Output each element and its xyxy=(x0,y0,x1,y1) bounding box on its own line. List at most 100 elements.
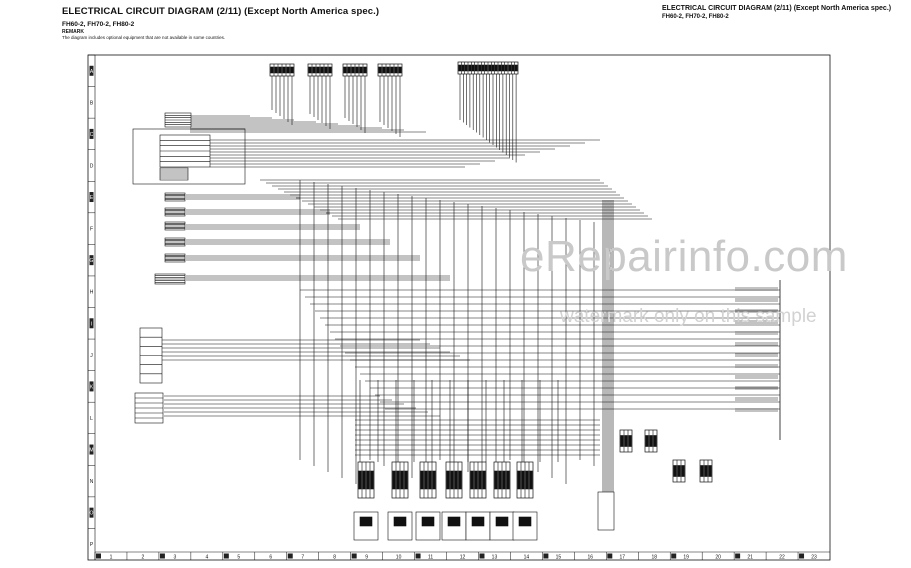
column-tick xyxy=(703,553,709,559)
device-block xyxy=(154,273,186,285)
connector xyxy=(419,461,437,499)
column-tick xyxy=(415,553,421,559)
connector xyxy=(307,63,333,77)
connector xyxy=(457,61,519,75)
device-block xyxy=(159,167,189,181)
column-label: 11 xyxy=(428,555,433,561)
diagram-title-right: ELECTRICAL CIRCUIT DIAGRAM (2/11) (Excep… xyxy=(662,5,892,12)
watermark-secondary: watermark only on this sample xyxy=(560,306,817,327)
row-label: D xyxy=(90,163,94,169)
watermark-primary: eRepairinfo.com xyxy=(520,232,848,281)
row-label: E xyxy=(90,195,94,201)
column-tick xyxy=(511,553,517,559)
column-label: 1 xyxy=(110,555,113,561)
device-block xyxy=(164,112,192,128)
row-label: I xyxy=(91,321,92,327)
column-label: 19 xyxy=(683,555,689,561)
remark-text: The diagram includes optional equipment … xyxy=(62,35,226,40)
column-tick xyxy=(799,553,805,559)
lamp-fuse-block xyxy=(441,511,467,541)
column-tick xyxy=(639,553,645,559)
column-label: 14 xyxy=(524,555,530,561)
lamp-fuse-block xyxy=(353,511,379,541)
remark-label: REMARK xyxy=(62,29,84,35)
connector xyxy=(516,461,534,499)
lamp-fuse-block xyxy=(512,511,538,541)
row-tick xyxy=(89,349,94,360)
row-tick xyxy=(89,539,94,550)
connector xyxy=(269,63,295,77)
connector xyxy=(619,429,633,453)
row-label: O xyxy=(90,511,94,517)
connector xyxy=(342,63,368,77)
row-label: H xyxy=(90,290,94,296)
connector xyxy=(644,429,658,453)
column-label: 6 xyxy=(269,555,272,561)
column-label: 15 xyxy=(556,555,562,561)
row-label: K xyxy=(90,384,94,390)
controller-box xyxy=(132,128,246,185)
column-tick xyxy=(223,553,229,559)
row-label: L xyxy=(90,416,93,422)
device-block xyxy=(164,207,186,217)
column-tick xyxy=(735,553,741,559)
row-label: B xyxy=(90,100,94,106)
device-block xyxy=(164,192,186,202)
column-tick xyxy=(447,553,453,559)
column-label: 12 xyxy=(460,555,466,561)
wiring-traces xyxy=(162,74,780,530)
device-block xyxy=(134,392,164,424)
column-tick xyxy=(575,553,581,559)
column-label: 8 xyxy=(333,555,336,561)
connector xyxy=(493,461,511,499)
column-tick xyxy=(319,553,325,559)
column-label: 10 xyxy=(396,555,402,561)
row-tick xyxy=(89,412,94,423)
device-block xyxy=(164,237,186,247)
lamp-fuse-block xyxy=(489,511,515,541)
column-label: 17 xyxy=(620,555,626,561)
device-block xyxy=(164,221,186,231)
column-label: 7 xyxy=(301,555,304,561)
row-label: A xyxy=(90,69,94,75)
column-label: 23 xyxy=(811,555,817,561)
column-tick xyxy=(479,553,485,559)
connector xyxy=(672,459,686,483)
row-tick xyxy=(89,192,94,203)
row-tick xyxy=(89,255,94,266)
bottom-right-connector xyxy=(597,491,615,531)
column-label: 22 xyxy=(779,555,785,561)
components xyxy=(132,61,781,541)
lamp-fuse-block xyxy=(387,511,413,541)
column-tick xyxy=(543,553,549,559)
row-tick xyxy=(89,507,94,518)
row-label: M xyxy=(89,448,93,454)
column-tick xyxy=(127,553,133,559)
row-tick xyxy=(89,97,94,108)
column-label: 5 xyxy=(237,555,240,561)
connector xyxy=(445,461,463,499)
column-tick xyxy=(383,553,389,559)
column-tick xyxy=(767,553,773,559)
diagram-title: ELECTRICAL CIRCUIT DIAGRAM (2/11) (Excep… xyxy=(62,6,380,17)
column-label: 4 xyxy=(205,555,208,561)
row-tick xyxy=(89,223,94,234)
row-tick xyxy=(89,128,94,139)
column-tick xyxy=(255,553,261,559)
row-tick xyxy=(89,476,94,487)
row-label: C xyxy=(90,132,94,138)
connector xyxy=(391,461,409,499)
row-tick xyxy=(89,286,94,297)
column-label: 18 xyxy=(651,555,657,561)
column-tick xyxy=(607,553,613,559)
row-tick xyxy=(89,381,94,392)
row-tick xyxy=(89,65,94,76)
column-label: 2 xyxy=(142,555,145,561)
column-label: 13 xyxy=(492,555,498,561)
lamp-fuse-block xyxy=(415,511,441,541)
row-label: J xyxy=(90,353,93,359)
row-label: G xyxy=(90,258,94,264)
